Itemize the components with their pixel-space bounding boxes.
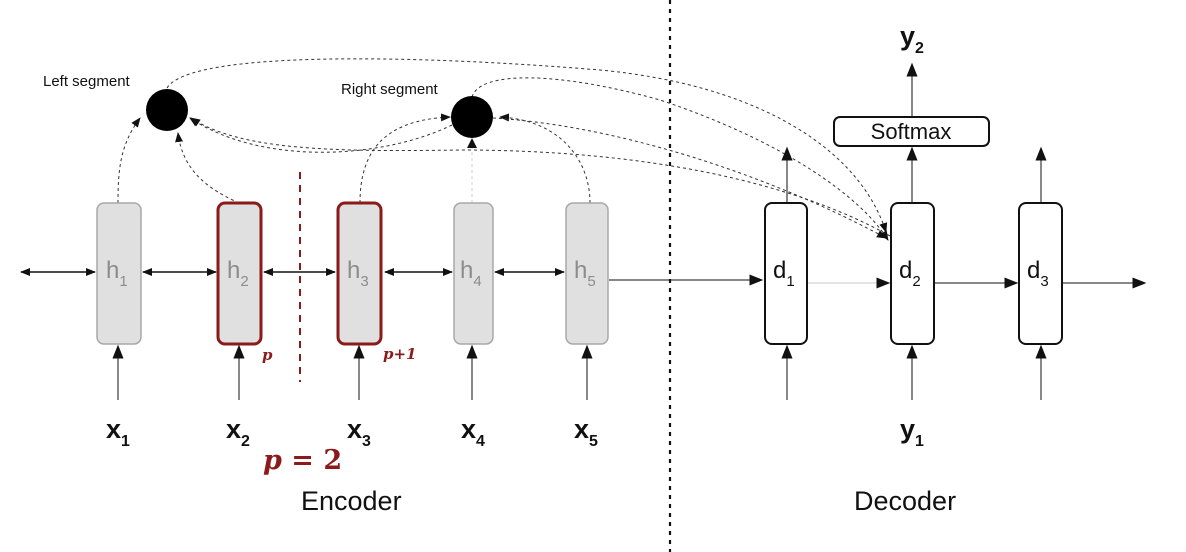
softmax-box: Softmax [833, 116, 990, 147]
input-x1: x1 [106, 414, 130, 450]
svg-text:d3: d3 [1027, 257, 1049, 290]
encoder-h4: h4 [453, 202, 494, 345]
input-x3: x3 [347, 414, 371, 450]
d2-to-left-segment [190, 117, 891, 237]
input-y1: y1 [900, 414, 924, 450]
h3-to-right-segment [359, 113, 451, 204]
right-segment-label: Right segment [341, 81, 439, 98]
decoder-d1: d1 [764, 202, 808, 345]
svg-text:h3: h3 [347, 257, 369, 290]
input-x5: x5 [574, 414, 598, 450]
svg-text:h2: h2 [227, 257, 249, 290]
h1-to-left-segment [117, 117, 141, 204]
left-segment-to-d2 [166, 58, 888, 233]
svg-text:h4: h4 [460, 257, 482, 290]
encoder-title: Encoder [301, 486, 402, 516]
right-segment-node [451, 96, 493, 138]
right-segment-to-left-segment [189, 117, 453, 153]
decoder-d2: d2 [890, 202, 935, 345]
svg-text:h5: h5 [574, 257, 596, 290]
encoder-h3: h3 [336, 201, 383, 346]
h2-to-left-segment [175, 132, 240, 204]
output-y2: y2 [900, 21, 924, 57]
right-segment-to-d2-b [492, 117, 887, 239]
encoder-h5: h5 [565, 202, 609, 345]
left-segment-label: Left segment [43, 73, 131, 90]
encoder-h1: h1 [96, 202, 142, 345]
position-label-p-plus-1: p+1 [383, 345, 417, 363]
decoder-title: Decoder [854, 486, 956, 516]
input-x2: x2 [226, 414, 250, 450]
svg-text:d1: d1 [773, 257, 795, 290]
split-position-label: p = 2 [263, 445, 342, 476]
svg-text:d2: d2 [899, 257, 921, 290]
encoder-h2: h2 [216, 201, 263, 346]
svg-text:h1: h1 [106, 257, 128, 290]
decoder-d3: d3 [1018, 202, 1063, 345]
h5-to-right-segment [499, 113, 591, 204]
softmax-label: Softmax [871, 119, 952, 144]
h4-attn-arrowhead [467, 138, 477, 148]
left-segment-node [146, 89, 188, 131]
position-label-p: p [262, 346, 273, 364]
input-x4: x4 [461, 414, 485, 450]
right-segment-to-d2-a [471, 77, 889, 241]
